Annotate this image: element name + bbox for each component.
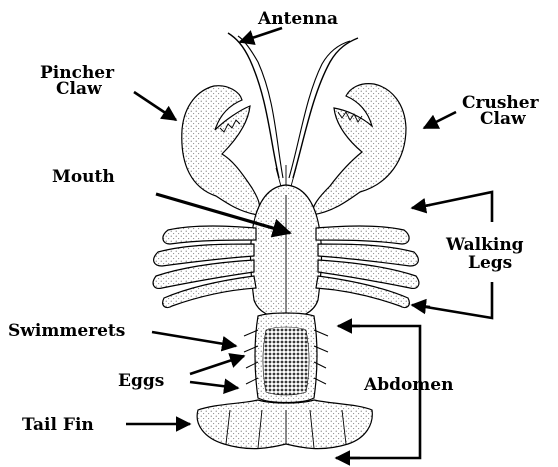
walking-legs-arrow-top bbox=[412, 205, 430, 208]
label-pincher-claw-line2: Claw bbox=[56, 79, 102, 99]
label-walking-legs-line1: Walking bbox=[445, 235, 524, 255]
eggs-arrow-upper bbox=[190, 356, 244, 374]
walking-legs-right bbox=[316, 226, 419, 308]
walking-legs-left bbox=[153, 226, 256, 308]
label-antenna: Antenna bbox=[257, 9, 338, 29]
crusher-claw-arrow bbox=[424, 112, 456, 128]
left-antenna-inner bbox=[238, 36, 283, 178]
swimmerets-arrow bbox=[152, 332, 236, 346]
pincher-claw bbox=[182, 86, 260, 215]
eggs-arrow-lower bbox=[190, 382, 238, 388]
label-tail-fin: Tail Fin bbox=[22, 415, 94, 435]
label-swimmerets: Swimmerets bbox=[8, 321, 125, 341]
crusher-claw bbox=[312, 84, 406, 215]
label-mouth: Mouth bbox=[52, 167, 115, 187]
label-abdomen: Abdomen bbox=[363, 375, 453, 395]
label-crusher-claw-line2: Claw bbox=[480, 109, 526, 129]
label-eggs: Eggs bbox=[118, 371, 164, 391]
antenna-arrow bbox=[240, 28, 282, 42]
walking-legs-arrow-bottom bbox=[412, 305, 430, 307]
label-walking-legs-line2: Legs bbox=[468, 253, 512, 273]
eggs-shape bbox=[263, 327, 309, 395]
pincher-claw-arrow bbox=[134, 92, 176, 120]
